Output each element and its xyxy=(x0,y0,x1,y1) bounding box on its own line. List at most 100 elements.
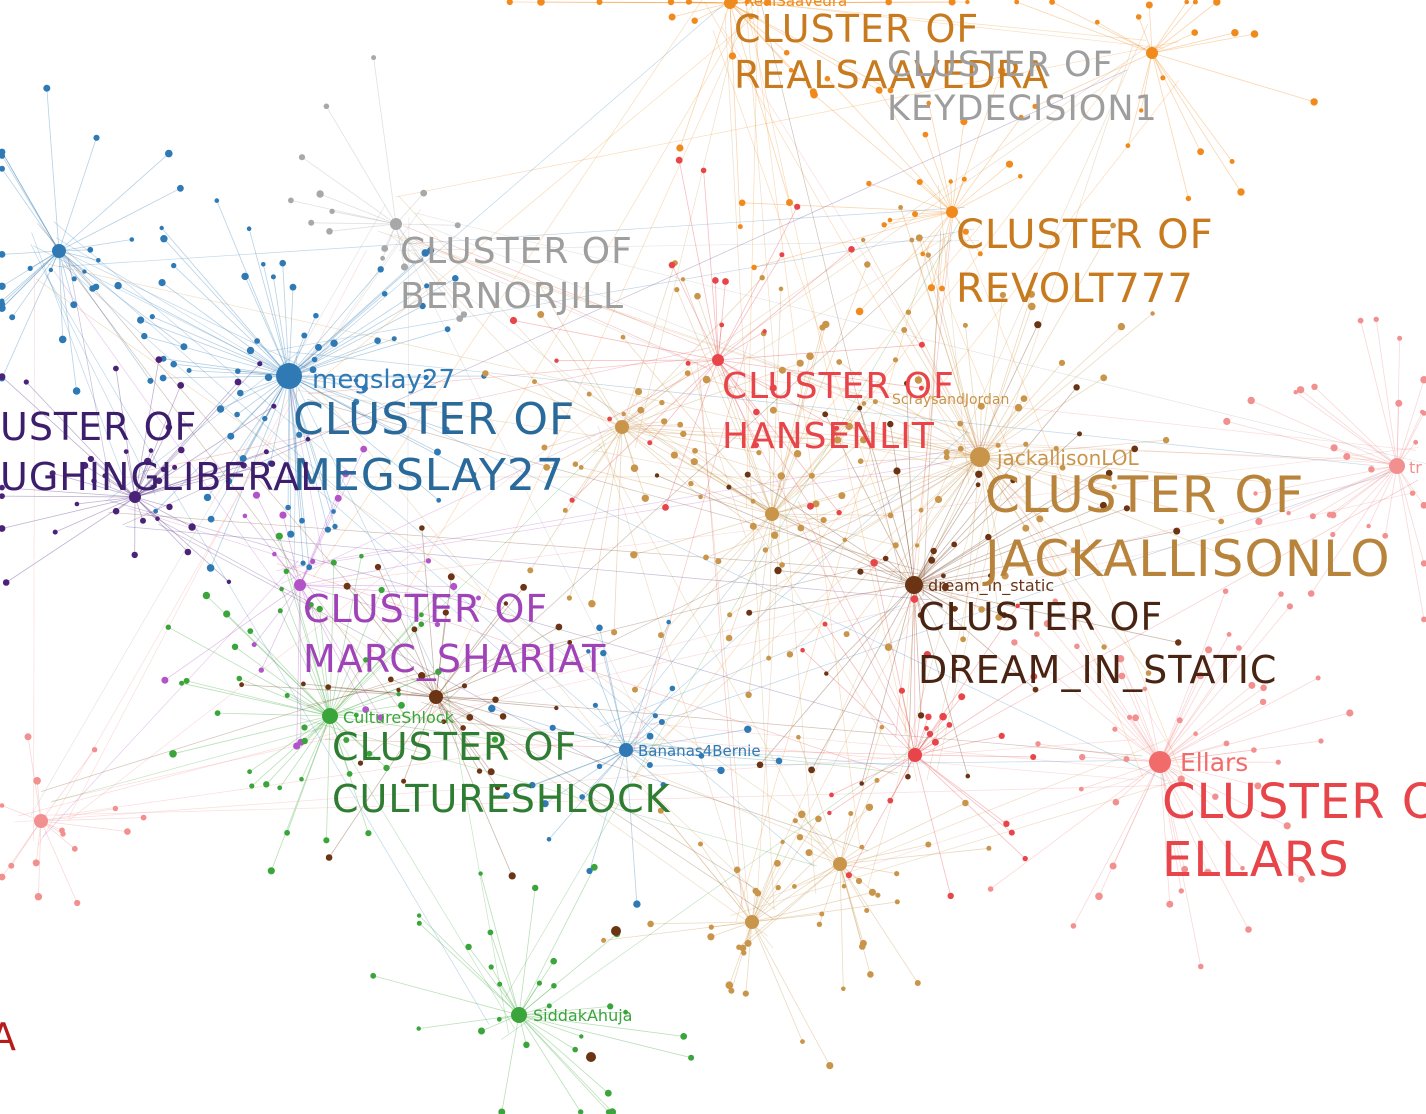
graph-node[interactable] xyxy=(298,154,306,161)
graph-node[interactable] xyxy=(223,610,231,618)
graph-node[interactable] xyxy=(793,450,802,458)
graph-node[interactable] xyxy=(275,532,283,540)
graph-node[interactable] xyxy=(184,548,192,556)
graph-node[interactable] xyxy=(411,626,418,633)
graph-node[interactable] xyxy=(141,332,148,340)
graph-node[interactable] xyxy=(867,971,874,978)
graph-node[interactable] xyxy=(436,497,442,503)
graph-node[interactable] xyxy=(879,724,885,730)
graph-node[interactable] xyxy=(934,495,943,504)
graph-node[interactable] xyxy=(442,609,449,616)
graph-node[interactable] xyxy=(864,261,871,268)
graph-node[interactable] xyxy=(1109,862,1117,870)
graph-node[interactable] xyxy=(658,719,665,725)
hub-node-laughingliberal[interactable] xyxy=(129,491,141,503)
graph-node[interactable] xyxy=(1173,527,1181,535)
graph-node[interactable] xyxy=(855,307,864,316)
graph-node[interactable] xyxy=(279,511,287,519)
graph-node[interactable] xyxy=(975,470,983,478)
graph-node[interactable] xyxy=(1100,374,1108,382)
graph-node[interactable] xyxy=(258,667,264,673)
graph-node[interactable] xyxy=(691,17,698,24)
graph-node[interactable] xyxy=(87,455,94,463)
graph-node[interactable] xyxy=(918,385,924,391)
graph-node[interactable] xyxy=(1185,195,1192,202)
graph-node[interactable] xyxy=(739,944,747,952)
graph-node[interactable] xyxy=(330,559,337,566)
graph-node[interactable] xyxy=(554,705,559,711)
graph-node[interactable] xyxy=(1259,698,1267,706)
graph-node[interactable] xyxy=(277,608,283,614)
graph-node[interactable] xyxy=(171,262,177,269)
graph-node[interactable] xyxy=(1286,510,1291,516)
graph-node[interactable] xyxy=(488,964,494,970)
graph-node[interactable] xyxy=(925,841,932,848)
graph-node[interactable] xyxy=(377,714,385,721)
graph-node[interactable] xyxy=(928,556,936,564)
graph-node[interactable] xyxy=(741,950,747,956)
graph-node[interactable] xyxy=(92,283,100,290)
graph-node[interactable] xyxy=(786,651,794,658)
graph-node[interactable] xyxy=(1070,923,1077,929)
graph-node[interactable] xyxy=(460,311,468,318)
graph-node[interactable] xyxy=(454,222,461,229)
graph-node[interactable] xyxy=(707,933,715,941)
graph-node[interactable] xyxy=(766,655,772,661)
graph-node[interactable] xyxy=(532,884,539,892)
graph-node[interactable] xyxy=(842,537,848,543)
graph-node[interactable] xyxy=(1420,501,1426,509)
graph-node[interactable] xyxy=(305,436,311,442)
graph-node[interactable] xyxy=(416,913,422,918)
graph-node[interactable] xyxy=(779,252,785,258)
graph-node[interactable] xyxy=(33,777,41,785)
graph-node[interactable] xyxy=(827,810,832,816)
graph-node[interactable] xyxy=(343,737,350,743)
graph-node[interactable] xyxy=(529,781,536,789)
graph-node[interactable] xyxy=(180,343,188,351)
graph-node[interactable] xyxy=(922,131,929,138)
graph-node[interactable] xyxy=(1034,321,1042,329)
graph-node[interactable] xyxy=(1030,754,1037,760)
graph-node[interactable] xyxy=(311,356,318,363)
graph-node[interactable] xyxy=(1330,444,1338,452)
graph-node[interactable] xyxy=(206,564,215,572)
graph-node[interactable] xyxy=(323,103,330,110)
graph-node[interactable] xyxy=(874,777,880,783)
graph-node[interactable] xyxy=(762,547,769,553)
graph-node[interactable] xyxy=(688,1054,695,1061)
graph-node[interactable] xyxy=(676,144,684,152)
graph-node[interactable] xyxy=(1005,160,1014,168)
graph-node[interactable] xyxy=(1014,403,1023,412)
graph-node[interactable] xyxy=(74,501,80,507)
graph-node[interactable] xyxy=(719,322,725,328)
graph-node[interactable] xyxy=(1014,0,1020,5)
graph-node[interactable] xyxy=(334,494,342,502)
graph-node[interactable] xyxy=(460,725,466,731)
graph-node[interactable] xyxy=(150,485,156,490)
graph-node[interactable] xyxy=(1228,554,1236,562)
graph-node[interactable] xyxy=(309,366,317,374)
graph-node[interactable] xyxy=(703,554,709,561)
graph-node[interactable] xyxy=(685,0,692,5)
graph-node[interactable] xyxy=(738,199,746,207)
graph-node[interactable] xyxy=(246,226,252,231)
graph-node[interactable] xyxy=(148,448,154,453)
graph-node[interactable] xyxy=(285,504,291,511)
graph-node[interactable] xyxy=(316,605,323,613)
graph-node[interactable] xyxy=(948,179,953,184)
graph-node[interactable] xyxy=(1112,798,1120,806)
graph-node[interactable] xyxy=(820,517,827,524)
graph-node[interactable] xyxy=(1112,726,1118,732)
graph-node[interactable] xyxy=(1307,590,1315,597)
graph-node[interactable] xyxy=(939,285,945,292)
graph-node[interactable] xyxy=(861,237,866,243)
graph-node[interactable] xyxy=(887,217,893,223)
graph-node[interactable] xyxy=(283,568,289,574)
graph-node[interactable] xyxy=(1420,376,1426,384)
graph-node[interactable] xyxy=(700,167,707,174)
graph-node[interactable] xyxy=(1229,159,1235,164)
graph-node[interactable] xyxy=(279,259,287,267)
graph-node[interactable] xyxy=(872,399,878,405)
graph-node[interactable] xyxy=(465,943,472,951)
graph-node[interactable] xyxy=(1204,868,1212,877)
